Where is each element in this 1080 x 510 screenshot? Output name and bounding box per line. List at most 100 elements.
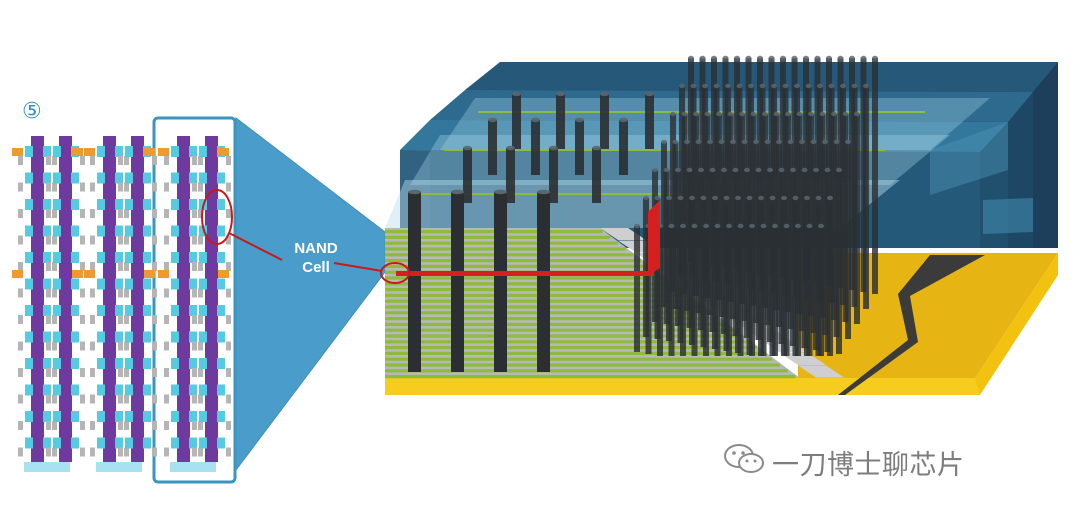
cyan-cell xyxy=(199,146,207,157)
pillar-cap xyxy=(872,55,878,61)
grey-gate xyxy=(18,156,23,165)
pillar-cap xyxy=(831,111,837,117)
grey-gate xyxy=(18,235,23,245)
orange-contact xyxy=(158,148,169,156)
grey-gate xyxy=(164,156,169,165)
cyan-cell xyxy=(125,172,133,184)
grey-gate xyxy=(80,288,85,298)
pillar-cap xyxy=(739,111,745,117)
nand-cell-label: NAND Cell xyxy=(276,239,356,277)
pillar-cap xyxy=(668,223,675,229)
cyan-cell xyxy=(43,437,51,449)
pillar-cap xyxy=(863,83,869,89)
pillar-cap xyxy=(704,111,711,117)
grey-gate xyxy=(46,235,51,245)
grey-gate xyxy=(118,156,123,165)
grey-gate xyxy=(198,288,203,298)
cyan-cell xyxy=(71,278,79,290)
wordline-layer xyxy=(385,328,734,332)
cyan-cell xyxy=(217,278,225,290)
cyan-cell xyxy=(71,252,79,263)
wordline-layer xyxy=(385,375,796,379)
grey-gate xyxy=(152,421,157,430)
grey-gate xyxy=(124,288,129,298)
stair-step xyxy=(798,365,844,378)
cyan-cell xyxy=(199,358,207,369)
grey-gate xyxy=(52,421,57,430)
grey-gate xyxy=(152,368,157,377)
cyan-cell xyxy=(97,305,105,316)
pillar-cap xyxy=(711,55,717,61)
channel-pillar xyxy=(737,226,744,356)
cyan-cell xyxy=(143,305,151,316)
grey-gate xyxy=(18,182,23,192)
orange-contact xyxy=(72,148,83,156)
channel-pillar xyxy=(818,226,824,356)
cyan-cell xyxy=(71,384,79,396)
pillar-cap xyxy=(824,167,831,173)
grey-gate xyxy=(46,262,51,271)
channel-pillar xyxy=(645,226,652,354)
orange-contact xyxy=(218,148,229,156)
cyan-cell xyxy=(53,437,61,449)
grey-gate xyxy=(90,209,95,218)
cyan-cell xyxy=(71,437,79,449)
grey-gate xyxy=(18,288,23,298)
channel-pillar xyxy=(795,226,801,356)
cyan-cell xyxy=(189,199,197,210)
pillar-cap xyxy=(734,55,740,61)
pillar-cap xyxy=(801,167,808,173)
cyan-cell xyxy=(71,172,79,184)
grey-gate xyxy=(226,209,231,218)
cyan-cell xyxy=(171,146,179,157)
cyan-cell xyxy=(53,278,61,290)
pillar-cap xyxy=(767,167,773,173)
pillar-cap xyxy=(803,55,809,61)
grey-gate xyxy=(164,368,169,377)
pillar-cap xyxy=(833,139,840,145)
channel-pillar xyxy=(760,226,767,356)
pillar-cap xyxy=(693,111,699,117)
channel-pillar xyxy=(600,94,609,149)
cyan-cell xyxy=(53,305,61,316)
wordline-layer xyxy=(385,340,750,344)
grey-gate xyxy=(80,368,85,377)
wordline-layer xyxy=(385,259,642,263)
pillar-cap xyxy=(643,195,649,201)
pillar-cap xyxy=(827,195,833,201)
grey-gate xyxy=(90,262,95,271)
pillar-cap xyxy=(755,167,762,173)
pillar-cap xyxy=(750,111,757,117)
cyan-cell xyxy=(53,331,61,343)
cyan-cell xyxy=(53,225,61,237)
grey-gate xyxy=(52,368,57,377)
grey-gate xyxy=(18,394,23,404)
grey-gate xyxy=(18,315,23,324)
cyan-cell xyxy=(43,411,51,422)
cyan-cell xyxy=(115,358,123,369)
pillar-cap xyxy=(805,83,812,89)
selected-wordline-highlight xyxy=(333,200,660,284)
channel-pillar xyxy=(872,58,878,294)
pillar-cap xyxy=(808,111,814,117)
grey-gate xyxy=(18,209,23,218)
channel-pillar xyxy=(531,120,540,175)
grey-gate xyxy=(118,182,123,192)
pillar-cap xyxy=(592,145,601,151)
cyan-cell xyxy=(125,411,133,422)
pillar-cap xyxy=(745,55,752,61)
cyan-cell xyxy=(71,305,79,316)
grey-gate xyxy=(90,156,95,165)
cyan-cell xyxy=(71,331,79,343)
cyan-cell xyxy=(217,411,225,422)
cyan-cell xyxy=(125,225,133,237)
grey-gate xyxy=(198,156,203,165)
pillar-cap xyxy=(749,223,755,229)
purple-channel xyxy=(131,136,144,462)
cyan-cell xyxy=(43,252,51,263)
grey-gate xyxy=(192,421,197,430)
substrate xyxy=(385,253,1058,395)
cyan-cell xyxy=(125,252,133,263)
pillar-cap xyxy=(785,111,791,117)
grey-gate xyxy=(46,288,51,298)
